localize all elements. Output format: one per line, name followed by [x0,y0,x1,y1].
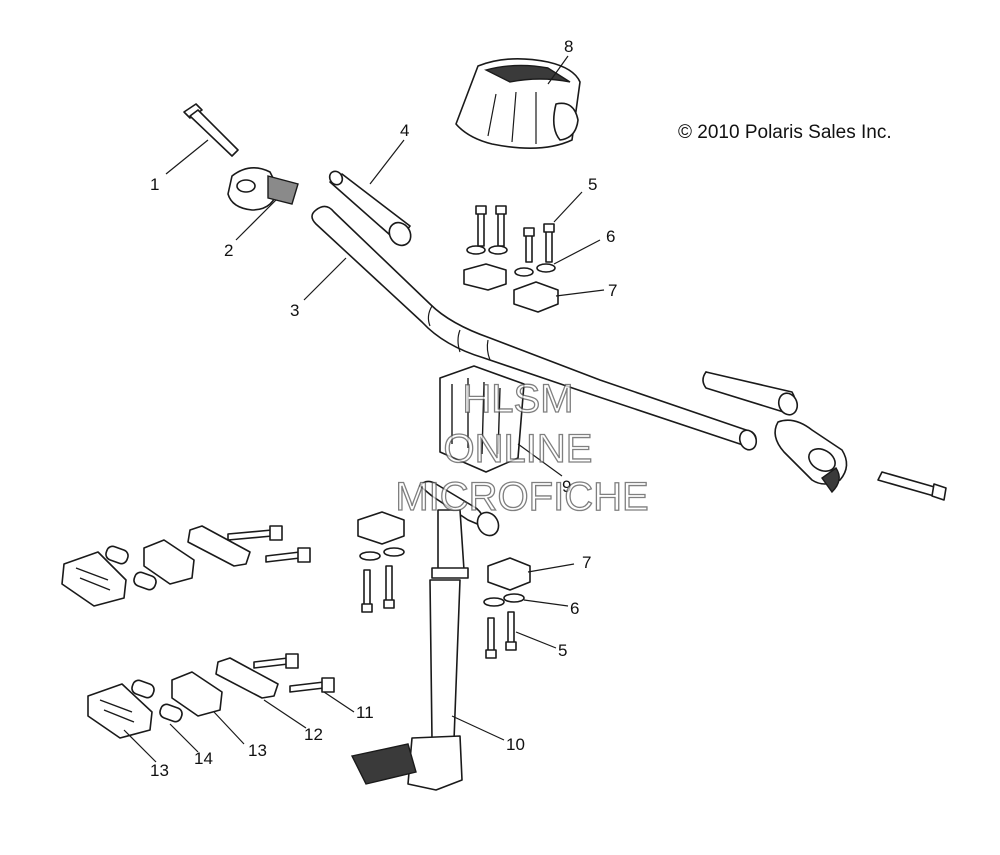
part-5-bolts-middle-left[interactable] [361,565,395,613]
callout-11: 11 [356,703,374,722]
callout-1: 1 [150,175,159,194]
callout-7-upper: 7 [608,281,617,300]
part-4-grip-right[interactable] [702,371,800,417]
callout-5-upper: 5 [588,175,597,194]
watermark-line-3: MICROFICHE [395,475,648,519]
callout-4: 4 [400,121,409,140]
callout-12: 12 [304,725,323,744]
watermark: HLSM ONLINE MICROFICHE [395,376,650,519]
callout-2: 2 [224,241,233,260]
part-10-steering-post[interactable] [350,480,503,791]
callout-14: 14 [194,749,213,768]
part-11-bolts-upper[interactable] [227,525,311,563]
part-13-riser-lower-right[interactable] [171,671,223,717]
callout-13-right: 13 [248,741,267,760]
part-12-link-plate-upper[interactable] [187,525,251,567]
watermark-line-2: ONLINE [444,427,593,471]
part-2-end-cap-right[interactable] [774,419,848,494]
callout-10: 10 [506,735,525,754]
part-5-bolts-upper[interactable] [475,205,555,263]
part-11-bolts-lower[interactable] [253,653,335,693]
part-3-handlebar[interactable] [311,205,759,452]
part-6-washers-middle-left[interactable] [359,547,405,561]
part-5-bolts-middle-right[interactable] [485,611,517,659]
part-14-spacers-lower[interactable] [130,679,183,724]
part-13-riser-lower-left[interactable] [87,683,153,739]
callout-5-middle: 5 [558,641,567,660]
callout-6-middle: 6 [570,599,579,618]
part-6-washers-upper[interactable] [466,245,556,277]
part-12-link-plate-lower[interactable] [215,657,279,699]
part-1-bolt[interactable] [183,103,239,157]
callout-7-middle: 7 [582,553,591,572]
part-1-bolt-right[interactable] [877,471,947,501]
part-13-riser-upper[interactable] [61,539,195,607]
part-7-clamps-upper[interactable] [463,263,559,313]
copyright-notice: © 2010 Polaris Sales Inc. [678,122,892,143]
part-9-stem-clamp[interactable] [439,365,525,473]
part-4-grip-left[interactable] [327,169,415,250]
leader-lines [123,55,605,763]
callout-3: 3 [290,301,299,320]
callout-8: 8 [564,37,573,56]
part-2-end-cap-left[interactable] [227,167,299,211]
part-6-washers-middle-right[interactable] [483,593,525,607]
part-14-spacers-upper[interactable] [104,545,157,592]
part-7-clamp-middle-left[interactable] [357,511,405,545]
watermark-line-1: HLSM [462,377,573,421]
callout-6-upper: 6 [606,227,615,246]
callout-labels: 1 2 3 4 5 6 7 8 9 7 6 5 10 11 12 13 14 1… [150,37,617,780]
part-8-handlebar-pad[interactable] [455,58,581,149]
callout-9: 9 [562,477,571,496]
part-7-clamp-middle-right[interactable] [487,557,531,591]
callout-13-left: 13 [150,761,169,780]
